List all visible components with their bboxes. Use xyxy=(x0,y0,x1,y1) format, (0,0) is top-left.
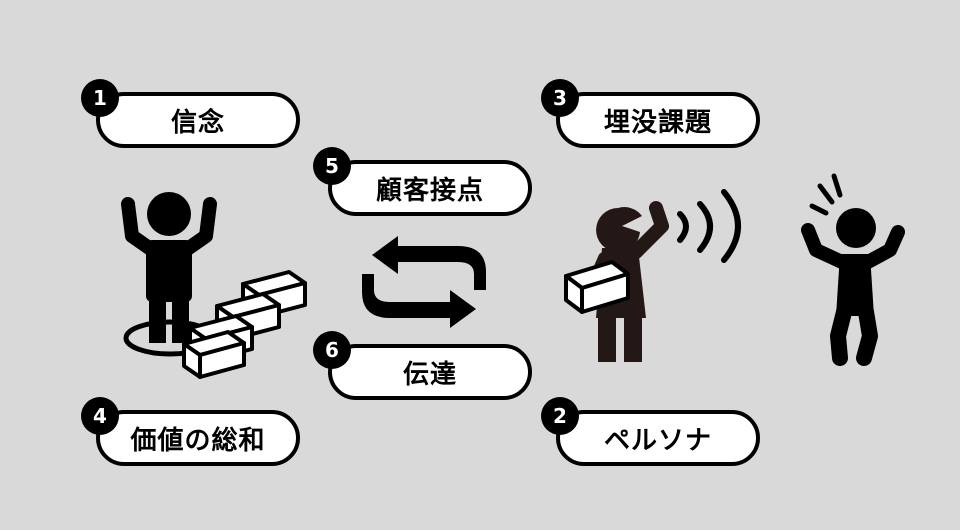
customer-touchpoint-label: 顧客接点 xyxy=(328,160,532,216)
communication-label-text: 伝達 xyxy=(402,359,457,390)
latent-issue-label: 埋没課題 xyxy=(556,92,760,148)
exchange-arrows-icon xyxy=(362,236,486,328)
persona-label: ペルソナ xyxy=(556,410,760,466)
belief-label: 信念 xyxy=(96,92,300,148)
belief-label-text: 信念 xyxy=(170,107,225,138)
total-value-label-text: 価値の総和 xyxy=(130,425,266,456)
latent-issue-number-badge: 3 xyxy=(541,79,579,117)
persona-number-badge: 2 xyxy=(541,397,579,435)
total-value-number-badge: 4 xyxy=(81,397,119,435)
person-shouting-holding-box-icon xyxy=(564,189,741,362)
belief-number-badge: 1 xyxy=(81,79,119,117)
person-arms-raised-with-boxes-icon xyxy=(121,192,307,379)
communication-number-badge: 6 xyxy=(313,331,351,369)
communication-label: 伝達 xyxy=(328,344,532,400)
latent-issue-label-text: 埋没課題 xyxy=(603,107,712,138)
startled-person-icon xyxy=(801,173,905,366)
customer-touchpoint-number-badge: 5 xyxy=(313,147,351,185)
customer-touchpoint-label-text: 顧客接点 xyxy=(375,175,484,206)
persona-label-text: ペルソナ xyxy=(603,425,712,456)
total-value-label: 価値の総和 xyxy=(96,410,300,466)
